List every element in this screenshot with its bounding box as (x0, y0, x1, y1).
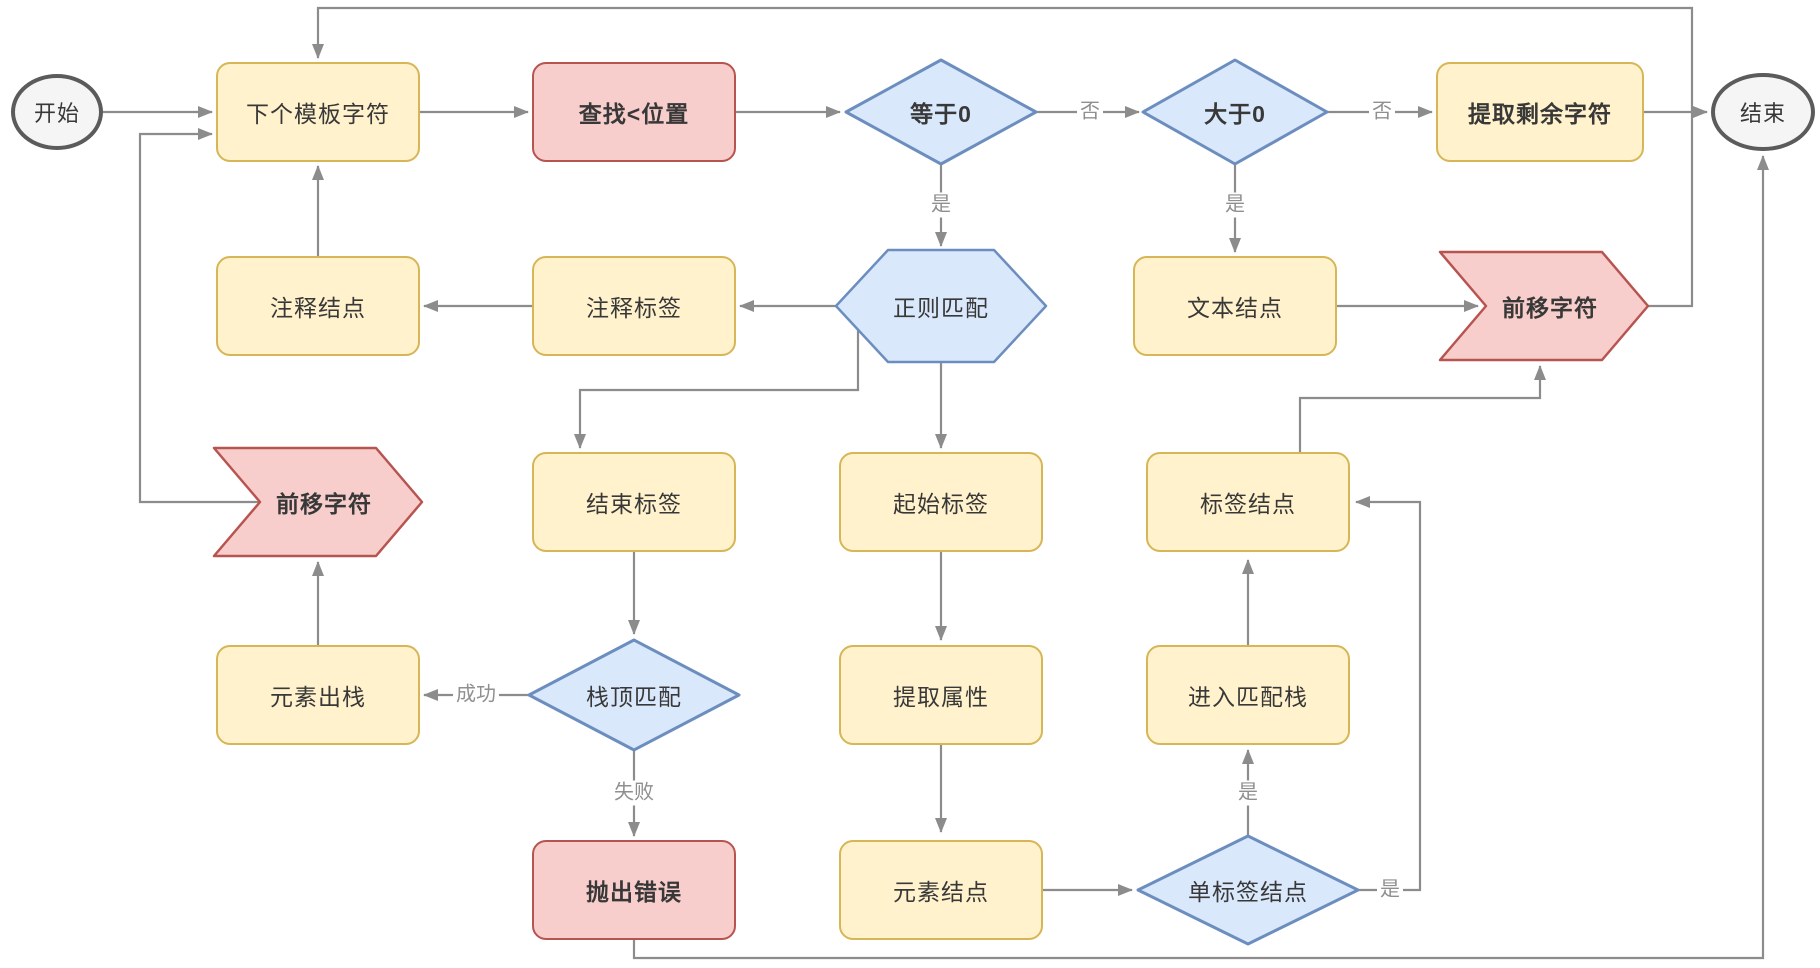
node-start-tag: 起始标签 (839, 452, 1043, 552)
node-tag-node: 标签结点 (1146, 452, 1350, 552)
node-label: 结束标签 (586, 491, 682, 517)
node-find-lt-position: 查找<位置 (532, 62, 736, 162)
edge-advance-left-to-next-char (138, 128, 260, 504)
node-label: 提取剩余字符 (1468, 101, 1612, 127)
node-next-template-char: 下个模板字符 (216, 62, 420, 162)
edge-label-eq0-yes: 是 (928, 192, 954, 218)
edge-regex-to-end-tag (574, 330, 860, 449)
edge-label-eq0-no: 否 (1077, 99, 1103, 125)
edge-label-gt0-yes: 是 (1222, 192, 1248, 218)
node-shape-advance-char-top (1438, 250, 1650, 362)
node-start: 开始 (11, 74, 103, 150)
node-shape-equals-zero (844, 58, 1038, 166)
node-comment-tag: 注释标签 (532, 256, 736, 356)
node-label: 提取属性 (893, 684, 989, 710)
edge-single-tag-yes-to-tag-node (1355, 496, 1422, 892)
node-end-tag: 结束标签 (532, 452, 736, 552)
node-element-node: 元素结点 (839, 840, 1043, 940)
node-label: 元素出栈 (270, 684, 366, 710)
edge-label-stack-success: 成功 (453, 682, 499, 708)
node-label: 注释标签 (586, 295, 682, 321)
edge-advance-top-loop-to-next-char (312, 6, 1694, 308)
node-extract-remaining: 提取剩余字符 (1436, 62, 1644, 162)
node-shape-advance-char-left (212, 446, 424, 558)
edge-label-single-tag-yes-up: 是 (1235, 780, 1261, 806)
node-comment-node: 注释结点 (216, 256, 420, 356)
node-pop-element: 元素出栈 (216, 645, 420, 745)
node-label: 标签结点 (1200, 491, 1296, 517)
edge-label-gt0-no: 否 (1369, 99, 1395, 125)
node-label: 查找<位置 (578, 101, 690, 127)
node-label: 起始标签 (893, 491, 989, 517)
node-label: 开始 (33, 101, 80, 126)
edge-label-single-tag-yes-right: 是 (1377, 877, 1403, 903)
node-label: 抛出错误 (586, 879, 682, 905)
node-enter-match-stack: 进入匹配栈 (1146, 645, 1350, 745)
node-label: 下个模板字符 (246, 101, 390, 127)
node-label: 注释结点 (270, 295, 366, 321)
edge-throw-error-to-end (632, 155, 1769, 960)
node-label: 进入匹配栈 (1188, 684, 1308, 710)
node-label: 元素结点 (893, 879, 989, 905)
node-shape-single-tag-node (1136, 834, 1360, 946)
node-shape-regex-match (834, 248, 1048, 364)
edge-tag-node-to-advance-top (1298, 365, 1546, 452)
node-text-node: 文本结点 (1133, 256, 1337, 356)
node-throw-error: 抛出错误 (532, 840, 736, 940)
node-extract-attributes: 提取属性 (839, 645, 1043, 745)
node-label: 文本结点 (1187, 295, 1283, 321)
node-shape-stack-top-match (527, 638, 741, 752)
node-label: 结束 (1739, 101, 1786, 126)
edge-label-stack-fail: 失败 (611, 780, 657, 806)
node-shape-greater-than-zero (1141, 58, 1329, 166)
node-end: 结束 (1711, 73, 1815, 151)
